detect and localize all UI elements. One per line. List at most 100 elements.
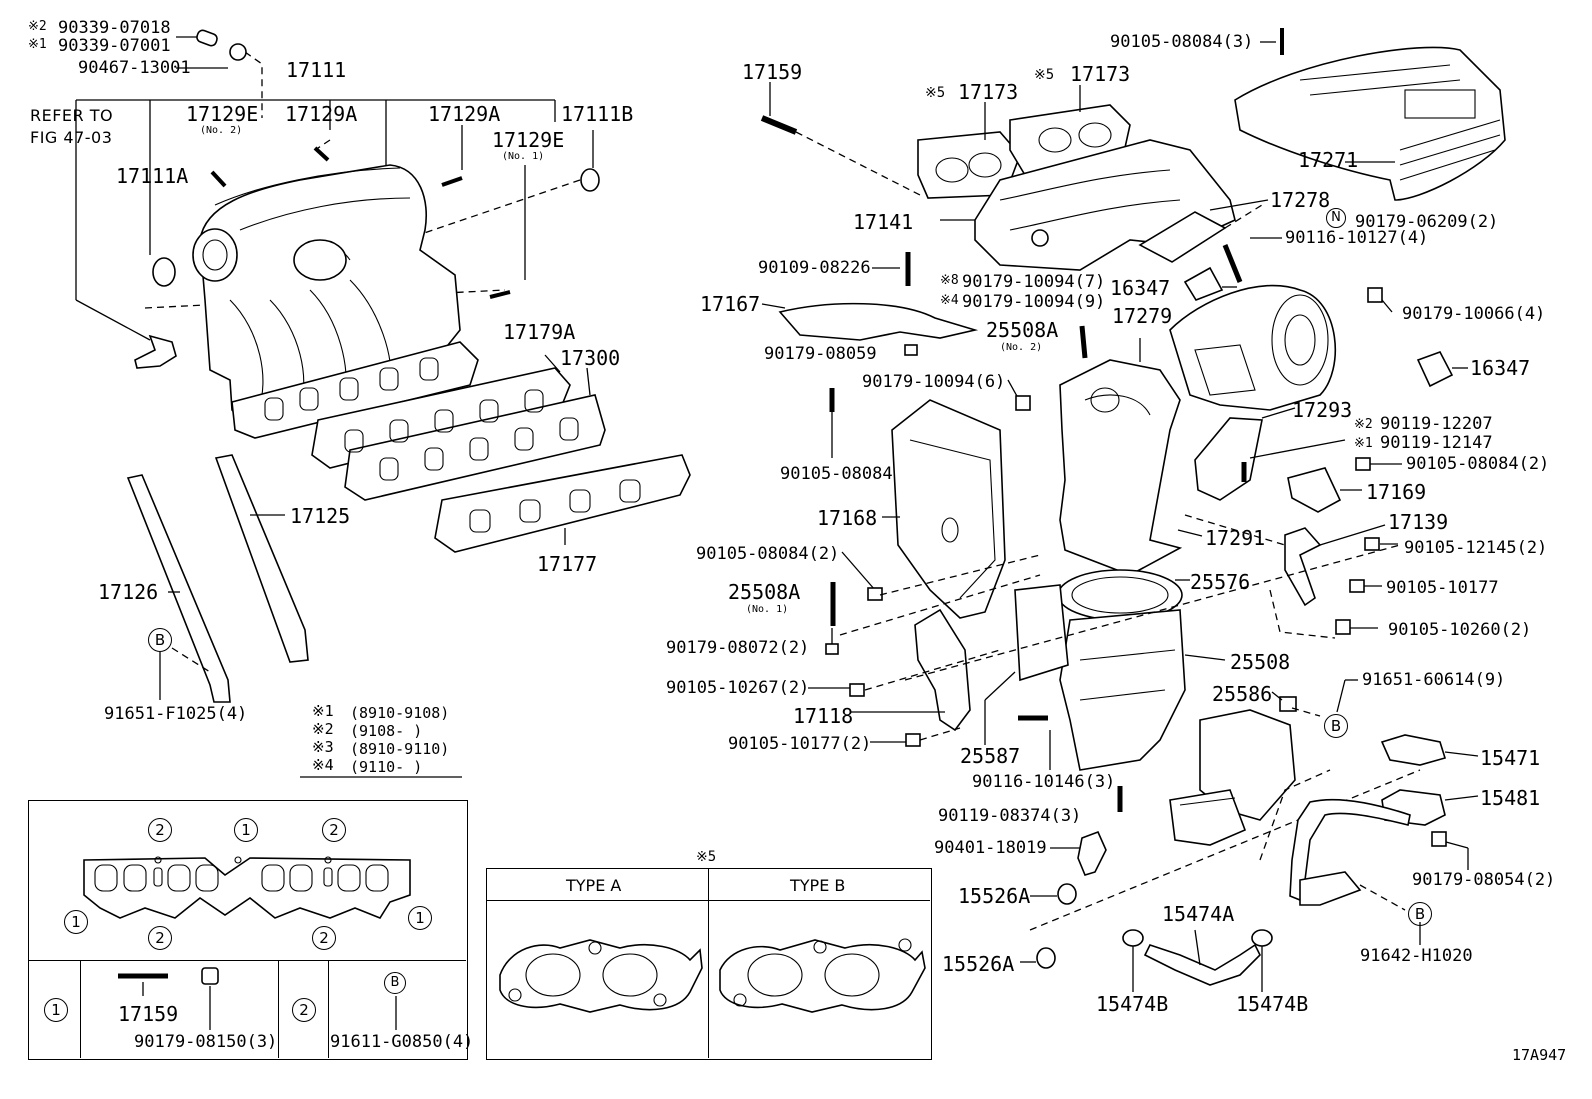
circled-b: B [384, 972, 406, 994]
part-number: 90105-08084(2) [696, 544, 840, 564]
part-number: 15474A [1162, 902, 1235, 926]
part-number: 25576 [1190, 570, 1251, 594]
circled-n: N [1326, 208, 1346, 228]
part-number: 16347 [1470, 356, 1531, 380]
type-b-heading: TYPE B [790, 876, 846, 895]
circled-2: 2 [312, 926, 336, 950]
part-number: 17279 [1112, 304, 1173, 328]
part-number: 90339-07001 [58, 36, 171, 56]
part-number: 15526A [942, 952, 1015, 976]
part-number: 90467-13001 [78, 58, 191, 78]
reference-text: FIG 47-03 [30, 128, 113, 147]
part-note: (No. 1) [502, 151, 545, 162]
part-number: 17271 [1298, 148, 1359, 172]
part-number: 15481 [1480, 786, 1541, 810]
part-number: 90105-08084(3) [1110, 32, 1254, 52]
marker: ※1 [28, 37, 47, 52]
part-number: 15526A [958, 884, 1031, 908]
part-number: 25508 [1230, 650, 1291, 674]
part-number: 25586 [1212, 682, 1273, 706]
legend-range: (9108- ) [350, 722, 423, 740]
part-number: 17111 [286, 58, 347, 82]
part-number: 91642-H1020 [1360, 946, 1473, 966]
box-col-2 [278, 960, 279, 1058]
part-number: 90119-12207 [1380, 414, 1493, 434]
part-number: 17139 [1388, 510, 1449, 534]
reference-text: REFER TO [30, 106, 114, 125]
part-number: 90179-08054(2) [1412, 870, 1556, 890]
part-note: (No. 1) [746, 604, 789, 615]
part-number: 17173 [958, 80, 1019, 104]
part-number: 17129A [428, 102, 501, 126]
box-col-3 [328, 960, 329, 1058]
box-col-1 [80, 960, 81, 1058]
marker: ※5 [925, 85, 946, 101]
part-number: 17126 [98, 580, 159, 604]
circled-1: 1 [408, 906, 432, 930]
part-number: 17179A [503, 320, 576, 344]
part-number: 17278 [1270, 188, 1331, 212]
marker: ※5 [1034, 67, 1055, 83]
legend-mark: ※3 [312, 738, 334, 756]
part-number: 25587 [960, 744, 1021, 768]
part-number: 17293 [1292, 398, 1353, 422]
type-a-heading: TYPE A [566, 876, 622, 895]
part-number: 91651-F1025(4) [104, 704, 248, 724]
circled-2: 2 [322, 818, 346, 842]
part-number: 17300 [560, 346, 621, 370]
legend-mark: ※1 [312, 702, 334, 720]
part-number: 17111A [116, 164, 189, 188]
part-number: 17168 [817, 506, 878, 530]
part-number: 17159 [118, 1002, 179, 1026]
part-number: 15474B [1096, 992, 1169, 1016]
circled-2: 2 [148, 926, 172, 950]
legend-range: (8910-9108) [350, 704, 450, 722]
part-number: 17118 [793, 704, 854, 728]
part-number: 90105-10267(2) [666, 678, 810, 698]
part-number: 17173 [1070, 62, 1131, 86]
gasket-type-divider [708, 868, 709, 1058]
part-number: 17167 [700, 292, 761, 316]
part-number: 90179-10094(6) [862, 372, 1006, 392]
part-number: 91651-60614(9) [1362, 670, 1506, 690]
circled-1: 1 [44, 998, 68, 1022]
legend-range: (8910-9110) [350, 740, 450, 758]
diagram-code: 17A947 [1512, 1046, 1567, 1064]
part-number: 17125 [290, 504, 351, 528]
gasket-type-box [486, 868, 932, 1060]
part-number: 90339-07018 [58, 18, 171, 38]
part-number: 90109-08226 [758, 258, 871, 278]
legend-mark: ※2 [312, 720, 334, 738]
marker: ※2 [1354, 417, 1373, 432]
part-number: 90179-10066(4) [1402, 304, 1546, 324]
part-number: 90179-08150(3) [134, 1032, 278, 1052]
part-number: 17129E [492, 128, 565, 152]
part-number: 17129E [186, 102, 259, 126]
marker: ※8 [940, 273, 959, 288]
circled-2: 2 [148, 818, 172, 842]
part-number: 25508A [986, 318, 1059, 342]
part-number: 17129A [285, 102, 358, 126]
marker: ※2 [28, 19, 47, 34]
part-number: 17141 [853, 210, 914, 234]
part-note: (No. 2) [1000, 342, 1043, 353]
part-number: 17177 [537, 552, 598, 576]
legend-range: (9110- ) [350, 758, 423, 776]
part-number: 17111B [561, 102, 634, 126]
part-number: 90105-10177(2) [728, 734, 872, 754]
circled-b: B [1408, 902, 1432, 926]
part-number: 90105-12145(2) [1404, 538, 1548, 558]
circled-1: 1 [64, 910, 88, 934]
part-number: 90179-10094(7) [962, 272, 1106, 292]
part-number: 90116-10146(3) [972, 772, 1116, 792]
circled-1: 1 [234, 818, 258, 842]
part-number: 90119-12147 [1380, 433, 1493, 453]
part-number: 17291 [1205, 526, 1266, 550]
part-number: 90401-18019 [934, 838, 1047, 858]
legend-mark: ※4 [312, 756, 334, 774]
circled-b: B [148, 628, 172, 652]
part-number: 90179-06209(2) [1355, 212, 1499, 232]
gasket-detail-divider [28, 960, 466, 961]
